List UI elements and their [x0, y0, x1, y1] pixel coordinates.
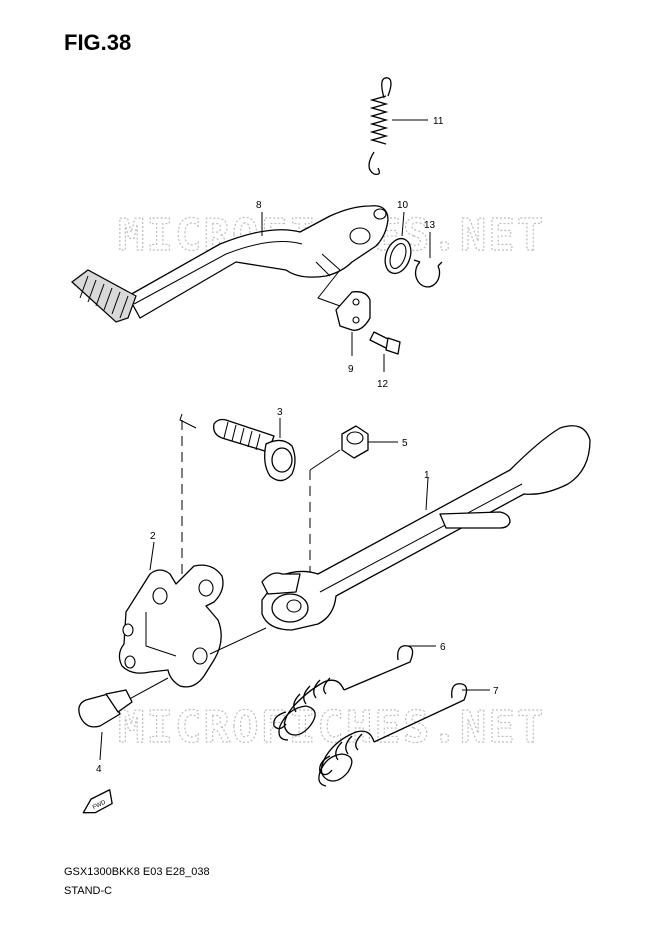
callout-2: 2: [150, 531, 156, 542]
callout-9: 9: [348, 364, 354, 375]
washer-part-10: [384, 211, 412, 275]
bolt-part-3: [213, 418, 296, 482]
spring-part-11: [368, 77, 428, 176]
callout-4: 4: [96, 764, 102, 775]
fwd-arrow-icon: FWD: [82, 789, 113, 814]
callout-13: 13: [424, 220, 436, 231]
bracket-part-2: [118, 541, 224, 688]
callout-3: 3: [277, 407, 283, 418]
figure-code: GSX1300BKK8 E03 E28_038: [64, 866, 210, 878]
callout-6: 6: [440, 642, 446, 653]
circlip-part-13: [413, 232, 443, 288]
callout-8: 8: [256, 200, 262, 211]
callout-12: 12: [377, 379, 389, 390]
bolt-part-4: [78, 689, 133, 761]
stand-part-1: [261, 425, 591, 631]
callout-7: 7: [493, 686, 499, 697]
plate-part-9: [335, 291, 371, 356]
figure-name: STAND-C: [64, 885, 113, 897]
fwd-label: FWD: [92, 800, 108, 811]
bolt-part-12: [369, 331, 401, 372]
callout-1: 1: [424, 470, 430, 481]
callout-5: 5: [402, 438, 408, 449]
callout-10: 10: [397, 200, 409, 211]
pedal-part-8: [71, 205, 389, 323]
callout-11: 11: [433, 116, 444, 127]
watermark-bottom: MICROFICHES.NET: [118, 702, 545, 753]
nut-part-5: [341, 425, 398, 459]
spring-part-7: [318, 683, 490, 787]
spring-part-6: [273, 645, 436, 741]
figure-title: FIG.38: [64, 30, 132, 55]
